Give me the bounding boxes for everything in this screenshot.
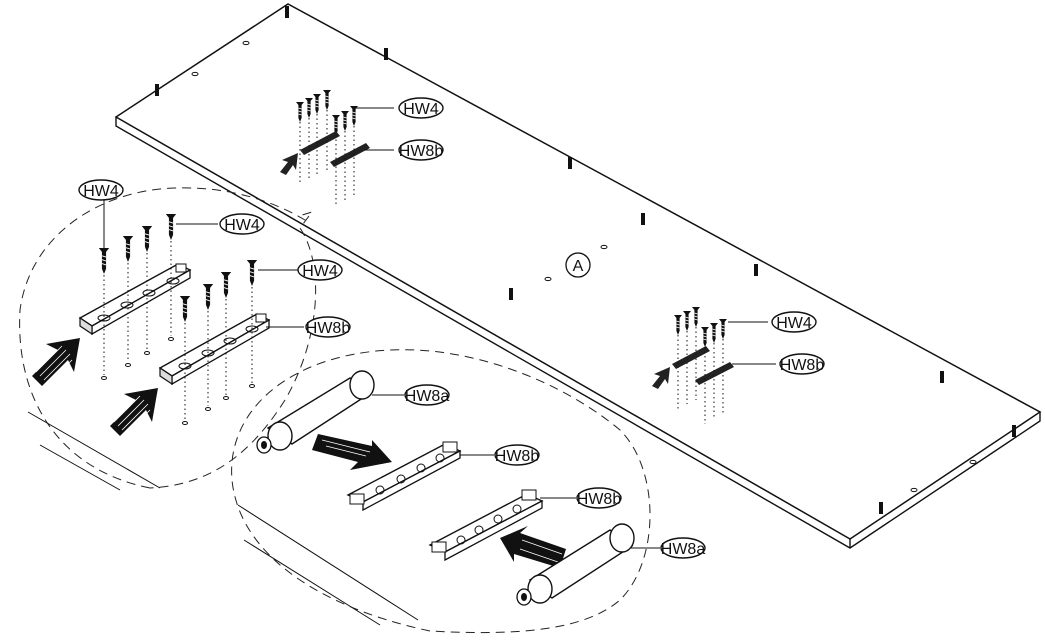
label-hw8b-right: HW8b — [779, 353, 825, 375]
panel-marker-label: A — [573, 258, 584, 275]
push-arrow-icon — [31, 337, 159, 437]
svg-text:HW4: HW4 — [224, 217, 260, 234]
hardware-cluster-right — [652, 306, 776, 424]
detail-bubble-screws — [19, 187, 317, 491]
svg-text:HW8b: HW8b — [306, 320, 351, 337]
svg-text:HW8b: HW8b — [495, 448, 540, 465]
damper-icon — [256, 370, 375, 454]
damper-icon — [516, 523, 635, 606]
label-hw4-bubble-c: HW4 — [297, 259, 343, 281]
svg-text:HW4: HW4 — [403, 101, 439, 118]
svg-text:HW4: HW4 — [83, 183, 119, 200]
svg-text:HW8b: HW8b — [577, 491, 622, 508]
label-hw8b-bubble: HW8b — [305, 316, 351, 338]
label-hw8b-lower: HW8b — [576, 487, 622, 509]
svg-text:HW8a: HW8a — [661, 541, 706, 558]
mounting-plate-1 — [78, 263, 192, 336]
svg-text:HW4: HW4 — [776, 315, 812, 332]
svg-text:HW8b: HW8b — [399, 143, 444, 160]
svg-text:HW8a: HW8a — [405, 388, 450, 405]
mounting-plate-4 — [428, 489, 544, 562]
panel-a: A — [114, 3, 1042, 549]
label-hw4-right: HW4 — [771, 311, 817, 333]
mounting-plate-2 — [158, 313, 271, 386]
label-hw8a-lower: HW8a — [660, 537, 706, 559]
label-hw8b-upper: HW8b — [494, 444, 540, 466]
hardware-cluster-top — [280, 89, 394, 205]
mounting-plate-3 — [346, 441, 462, 512]
label-hw8a-upper: HW8a — [404, 384, 450, 406]
label-hw4-top: HW4 — [398, 97, 444, 119]
svg-text:HW8b: HW8b — [780, 357, 825, 374]
svg-text:HW4: HW4 — [302, 263, 338, 280]
label-hw4-bubble-a: HW4 — [78, 179, 124, 201]
label-hw4-bubble-b: HW4 — [219, 213, 265, 235]
label-hw8b-top: HW8b — [398, 139, 444, 161]
detail-bubble-dampers — [231, 349, 660, 634]
